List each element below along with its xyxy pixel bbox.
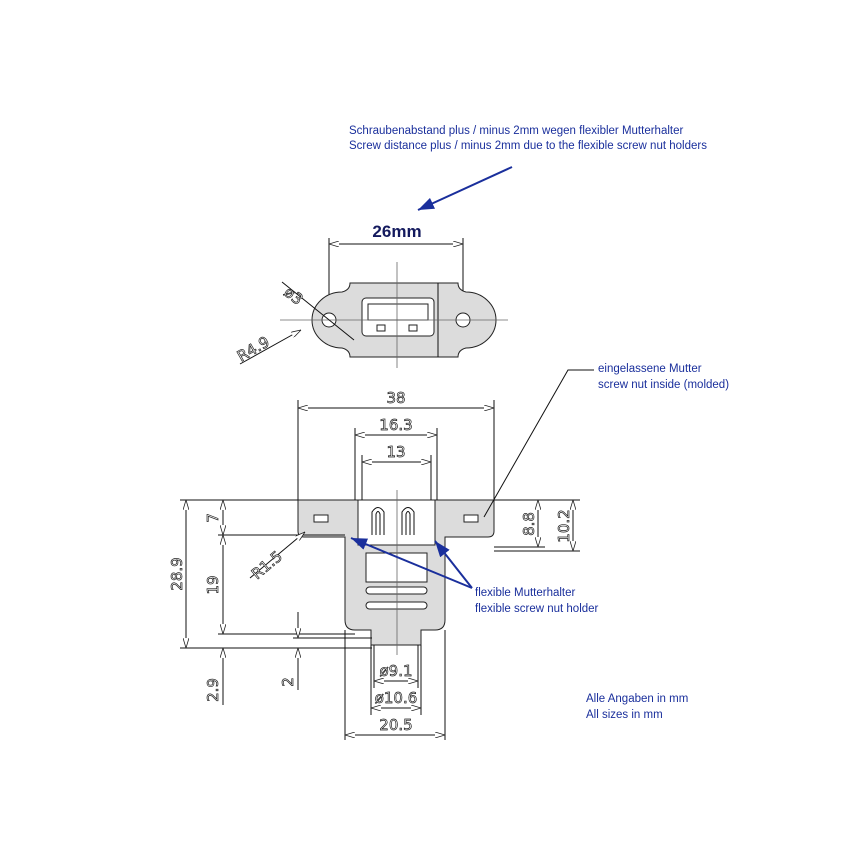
note-top-en: Screw distance plus / minus 2mm due to t… (349, 140, 707, 152)
socket-16-3-label: 16.3 (379, 416, 412, 434)
holder-arrow-right (434, 540, 473, 589)
step-2-label: 2 (279, 677, 297, 687)
dia-10-6-label: ø10.6 (375, 689, 418, 707)
note-holder-de: flexible Mutterhalter (475, 587, 576, 599)
spacing-label: 26mm (372, 222, 421, 241)
width-20-5-label: 20.5 (379, 716, 412, 734)
flange-7-label: 7 (204, 513, 222, 523)
note-nut-en: screw nut inside (molded) (598, 379, 729, 391)
note-holder-en: flexible screw nut holder (475, 603, 599, 615)
note-units-de: Alle Angaben in mm (586, 693, 688, 705)
hole-diameter-label: ø3 (281, 283, 307, 309)
right-8-8-label: 8.8 (520, 512, 538, 536)
nut-leader-line (483, 369, 594, 518)
note-top-de: Schraubenabstand plus / minus 2mm wegen … (349, 125, 683, 137)
socket-13-label: 13 (386, 443, 405, 461)
height-28-9-label: 28.9 (168, 557, 186, 590)
dia-9-1-label: ø9.1 (379, 662, 412, 680)
right-10-2-label: 10.2 (555, 509, 573, 542)
ear-radius-label: R4.9 (234, 333, 273, 366)
note-nut-de: eingelassene Mutter (598, 363, 702, 375)
tab-2-9-label: 2.9 (204, 678, 222, 702)
front-view: 38 16.3 13 28.9 7 19 2.9 2 R1.5 8.8 10.2… (168, 389, 580, 740)
note-units-en: All sizes in mm (586, 709, 663, 721)
width-38-label: 38 (386, 389, 405, 407)
note-top-arrow (417, 166, 513, 211)
body-19-label: 19 (204, 575, 222, 594)
holder-arrow-left (350, 537, 473, 589)
top-view: 26mm ø3 R4.9 (234, 222, 508, 368)
